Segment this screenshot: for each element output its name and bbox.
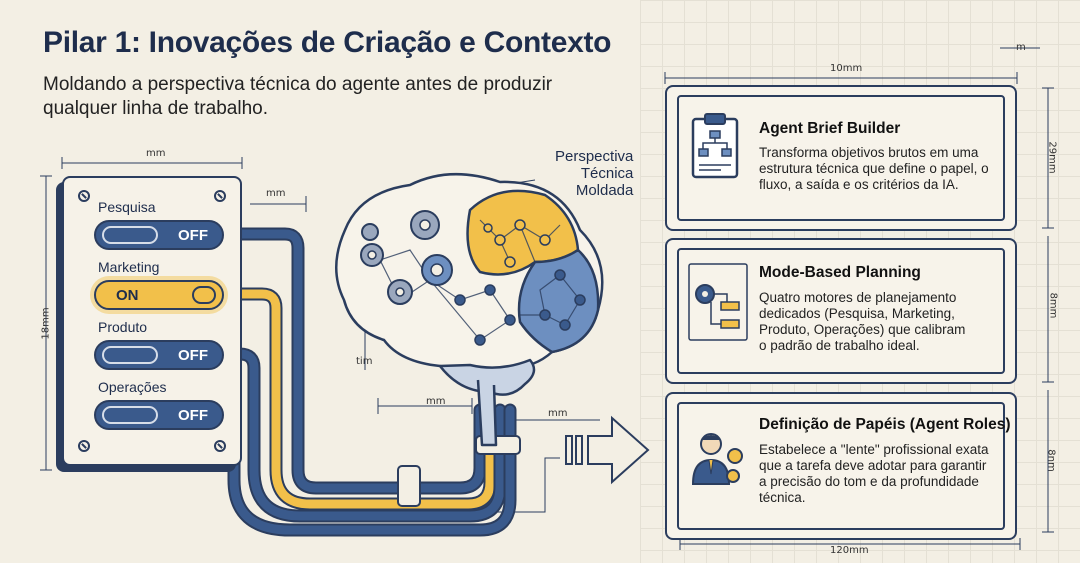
toggle-state: OFF xyxy=(178,406,208,424)
card-title: Definição de Papéis (Agent Roles) xyxy=(759,416,1011,433)
screw-icon xyxy=(214,190,226,202)
toggle-knob xyxy=(192,286,216,304)
card-agent-roles: Definição de Papéis (Agent Roles) Estabe… xyxy=(665,392,1017,540)
brain-right-dim: mm xyxy=(548,408,568,419)
card-text: Estabelece a "lente" profissional exata … xyxy=(759,442,989,505)
switch-panel: Pesquisa OFF Marketing ON Produto OFF Op… xyxy=(62,176,242,466)
toggle-pesquisa[interactable]: OFF xyxy=(94,220,224,250)
card1-height-dim: 29mm xyxy=(1046,141,1058,174)
toggle-marketing[interactable]: ON xyxy=(94,280,224,310)
toggle-knob xyxy=(102,406,158,424)
card2-height-dim: 8mm xyxy=(1047,292,1059,319)
toggle-state: OFF xyxy=(178,346,208,364)
card-text: Transforma objetivos brutos em uma estru… xyxy=(759,145,989,192)
switch-label-marketing: Marketing xyxy=(98,259,160,275)
panel-width-dim: mm xyxy=(146,148,166,159)
professional-gear-icon xyxy=(687,428,753,518)
screw-icon xyxy=(214,440,226,452)
brain-left-dim: tim xyxy=(356,356,373,367)
panel-height-dim: 18mm xyxy=(40,307,52,340)
toggle-produto[interactable]: OFF xyxy=(94,340,224,370)
toggle-state: ON xyxy=(116,286,139,304)
card-text: Quatro motores de planejamento dedicados… xyxy=(759,290,966,353)
panel-offset-dim: mm xyxy=(266,188,286,199)
screw-icon xyxy=(78,440,90,452)
toggle-operacoes[interactable]: OFF xyxy=(94,400,224,430)
card-title: Agent Brief Builder xyxy=(759,120,901,137)
card-title: Mode-Based Planning xyxy=(759,264,921,281)
page-title: Pilar 1: Inovações de Criação e Contexto xyxy=(43,26,612,59)
card-agent-brief-builder: Agent Brief Builder Transforma objetivos… xyxy=(665,85,1017,231)
toggle-knob xyxy=(102,346,158,364)
page-subtitle: Moldando a perspectiva técnica do agente… xyxy=(43,74,553,119)
toggle-state: OFF xyxy=(178,226,208,244)
card3-height-dim: 8nm xyxy=(1045,449,1057,472)
switch-label-operacoes: Operações xyxy=(98,379,167,395)
gear-flowchart-icon xyxy=(687,262,753,352)
switch-label-produto: Produto xyxy=(98,319,148,335)
switch-label-pesquisa: Pesquisa xyxy=(98,199,156,215)
card-inner-frame xyxy=(677,402,1005,530)
clipboard-flowchart-icon xyxy=(687,113,753,203)
card-inner-frame xyxy=(677,95,1005,221)
brain-bottom-dim: mm xyxy=(426,396,446,407)
screw-icon xyxy=(78,190,90,202)
cards-top-dim: m xyxy=(1016,42,1026,53)
cards-bottom-dim: 120mm xyxy=(830,545,869,556)
card-inner-frame xyxy=(677,248,1005,374)
toggle-knob xyxy=(102,226,158,244)
cards-width-dim: 10mm xyxy=(830,63,863,74)
card-mode-based-planning: Mode-Based Planning Quatro motores de pl… xyxy=(665,238,1017,384)
